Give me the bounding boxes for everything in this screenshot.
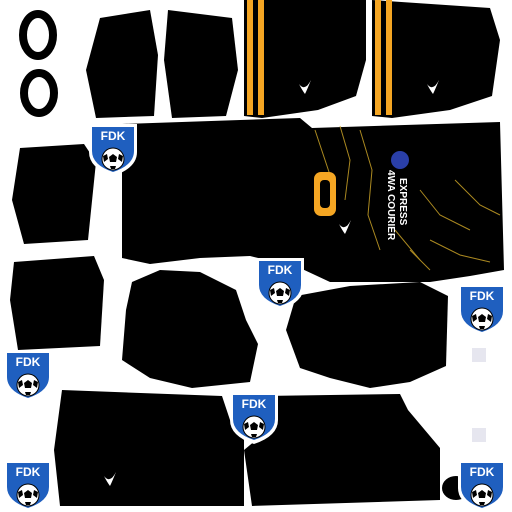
club-badge-icon: FDK	[255, 257, 305, 311]
badge-text: FDK	[16, 355, 41, 369]
collar-ring-bottom	[20, 69, 58, 117]
shoulder-panel-left	[86, 10, 158, 118]
sleeve-right	[372, 0, 500, 118]
badge-text: FDK	[268, 263, 293, 277]
side-panel-left-lower	[10, 256, 104, 350]
shoulder-panel-right	[164, 10, 238, 118]
sleeve-left	[244, 0, 366, 118]
shorts-panel-left	[122, 270, 258, 388]
sponsor-logo-icon	[391, 151, 409, 169]
gold-pattern	[314, 125, 501, 271]
swatch	[472, 348, 486, 362]
club-badge-icon: FDK	[457, 459, 507, 512]
badge-text: FDK	[16, 465, 41, 479]
swatch	[472, 428, 486, 442]
sleeve-stripe	[386, 0, 392, 115]
badge-text: FDK	[101, 129, 126, 143]
socks-panel-left	[54, 390, 244, 506]
club-badge-icon: FDK	[3, 349, 53, 403]
club-badge-icon: FDK	[229, 391, 279, 445]
badge-text: FDK	[242, 397, 267, 411]
sleeve-stripe	[375, 0, 381, 115]
club-badge-icon: FDK	[3, 459, 53, 512]
collar-ring-top	[19, 10, 57, 60]
jersey-front: 4WA COURIER EXPRESS	[122, 118, 504, 282]
player-number	[320, 180, 330, 208]
socks-panel-right	[244, 394, 440, 506]
sponsor-line-2: EXPRESS	[397, 178, 408, 226]
side-panel-left	[12, 144, 96, 244]
badge-text: FDK	[470, 289, 495, 303]
sleeve-stripe	[258, 0, 264, 115]
club-badge-icon: FDK	[457, 283, 507, 337]
sleeve-stripe	[247, 0, 253, 115]
club-badge-icon: FDK	[88, 123, 138, 177]
sponsor-line-1: 4WA COURIER	[385, 170, 396, 241]
badge-text: FDK	[470, 465, 495, 479]
shorts-panel-right	[286, 282, 448, 388]
